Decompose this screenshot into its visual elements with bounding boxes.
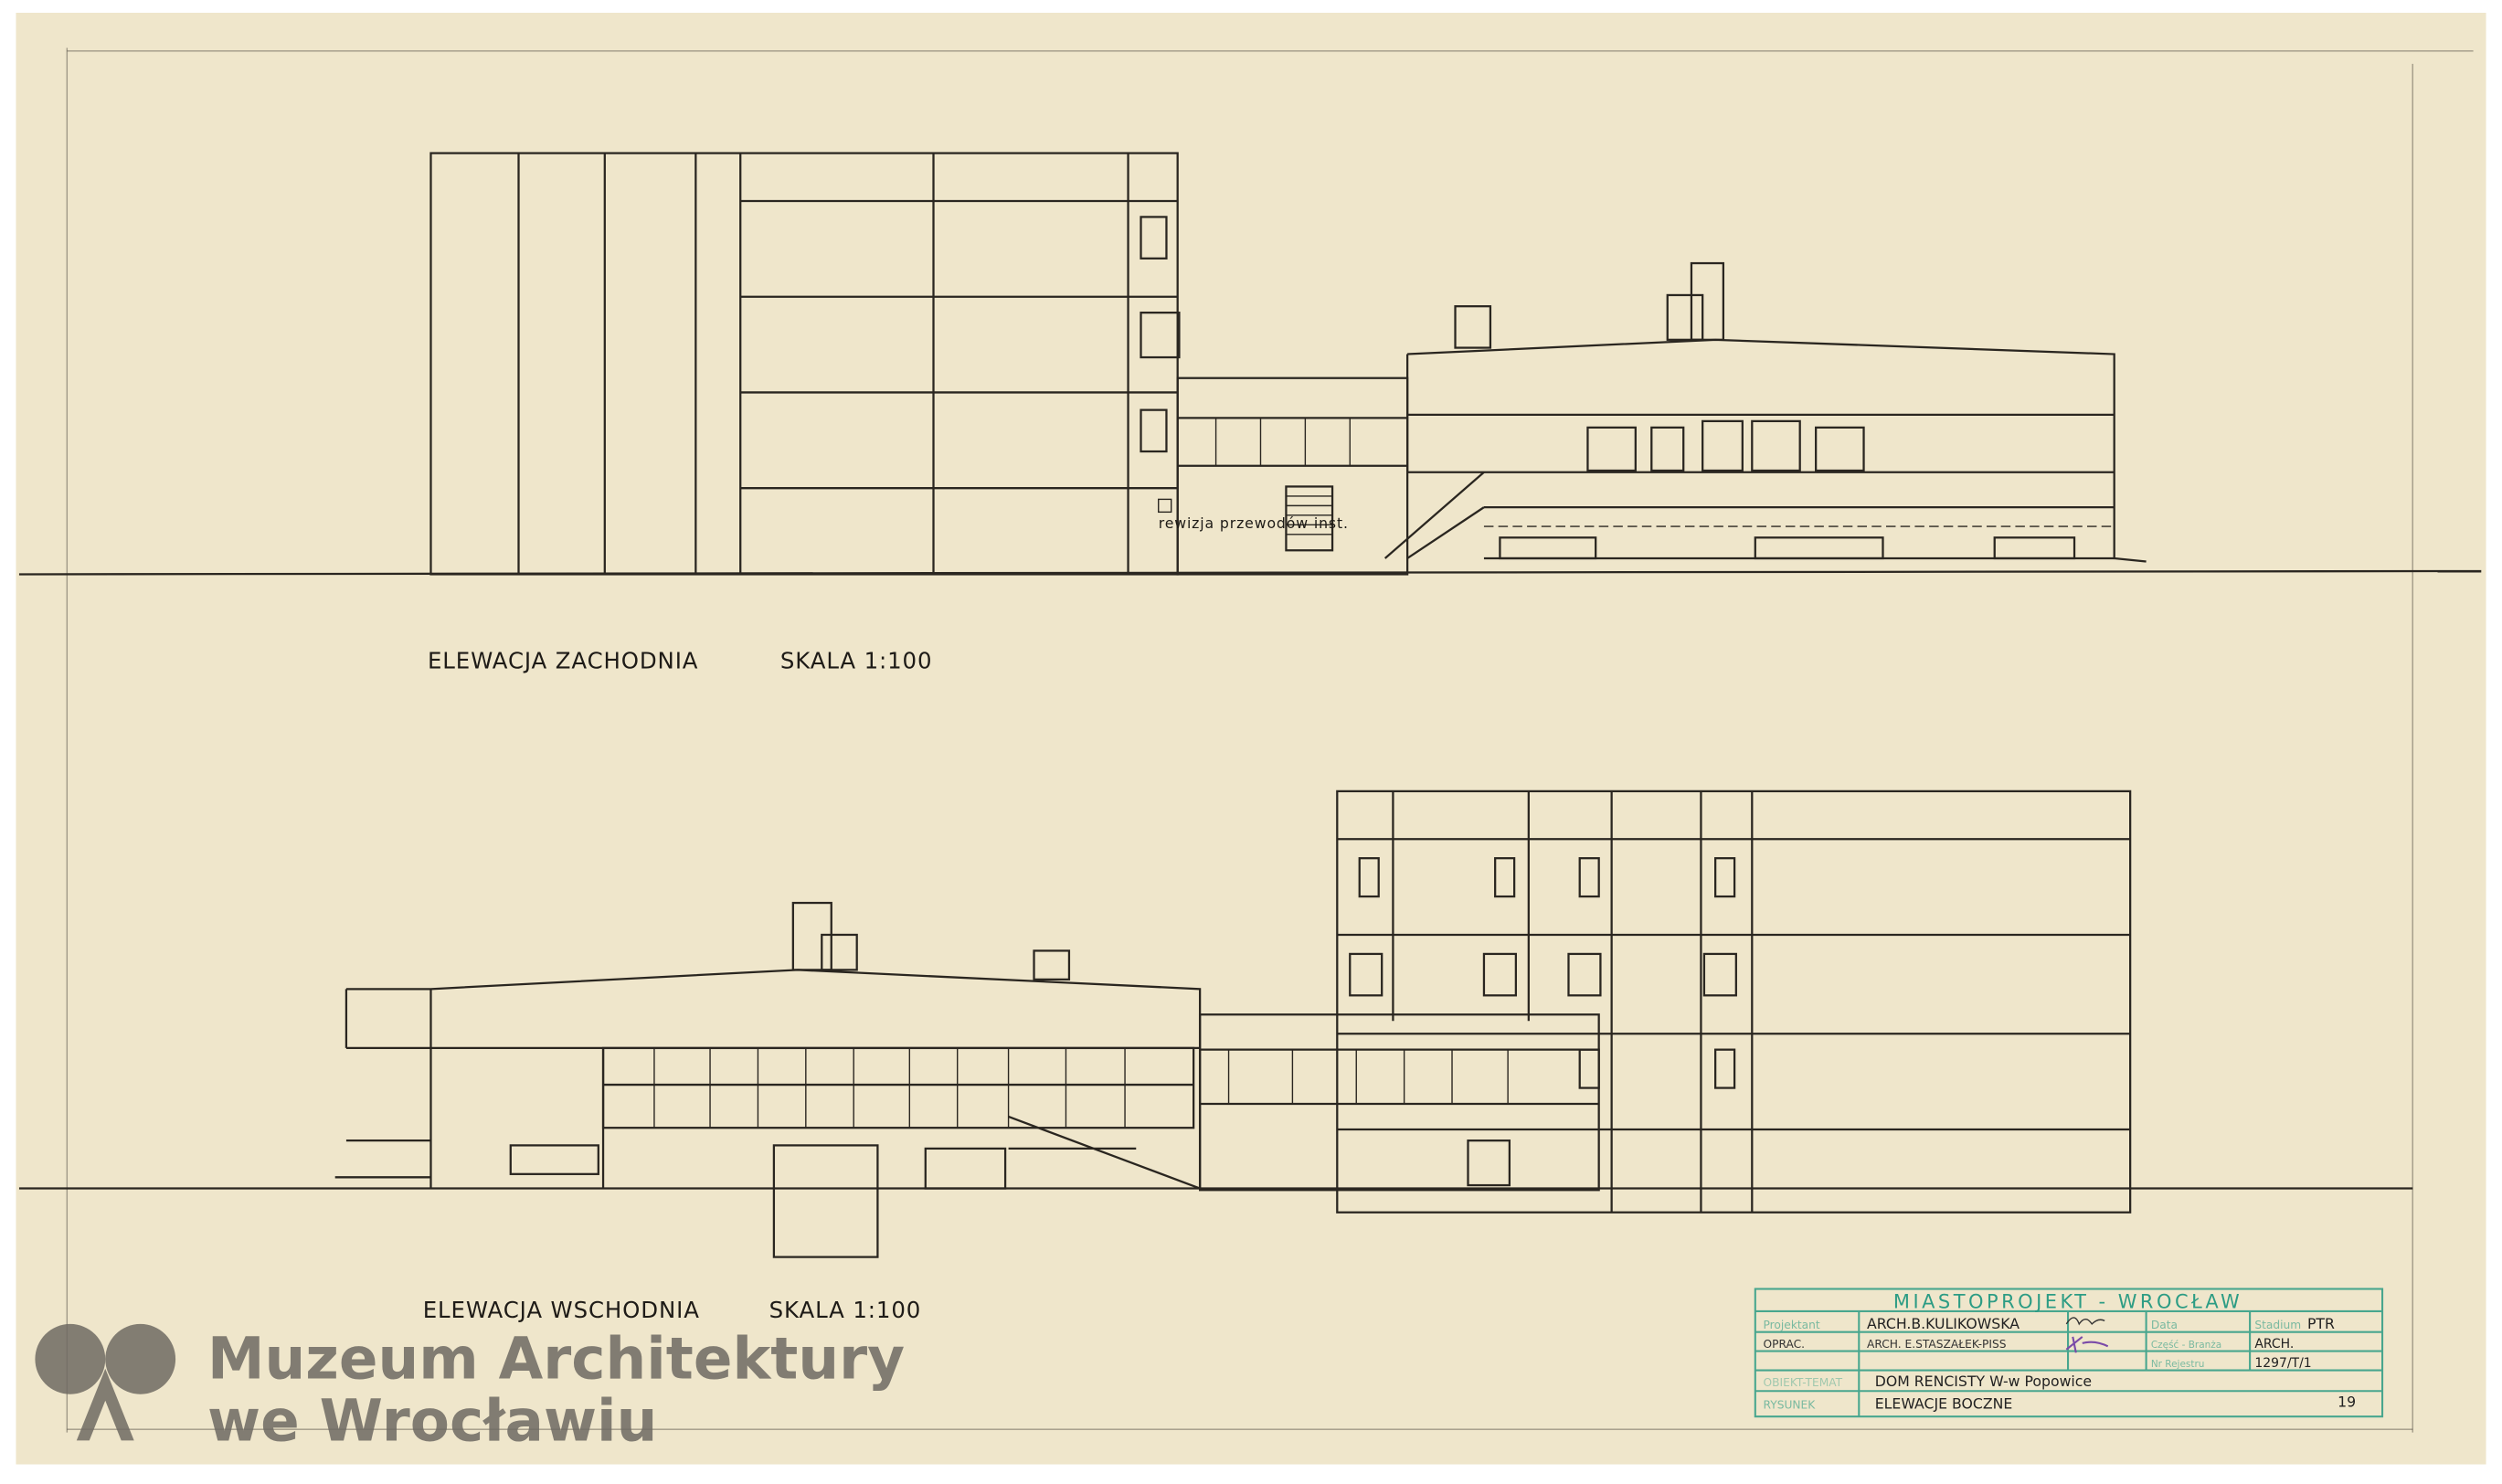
signature <box>2065 1336 2109 1353</box>
register-value: 1297/T/1 <box>2254 1356 2311 1371</box>
object-label: OBIEKT-TEMAT <box>1764 1376 1843 1389</box>
part-value: ARCH. <box>2254 1337 2294 1352</box>
paper <box>16 12 2486 1465</box>
office-name: MIASTOPROJEKT - WROCŁAW <box>1893 1290 2242 1312</box>
west-elevation-title: ELEWACJA ZACHODNIA <box>428 647 698 673</box>
west-elevation-scale: SKALA 1:100 <box>780 647 933 673</box>
part-label: Część - Branża <box>2151 1340 2221 1351</box>
drawing-value: ELEWACJE BOCZNE <box>1875 1394 2013 1412</box>
stage-label: Stadium <box>2254 1319 2301 1331</box>
museum-logo: Muzeum Architektury we Wrocławiu <box>35 1323 905 1454</box>
date-label: Data <box>2151 1319 2178 1331</box>
register-label: Nr Rejestru <box>2151 1359 2205 1370</box>
ground-line <box>18 569 2482 576</box>
signature <box>2065 1317 2105 1326</box>
east-elevation-scale: SKALA 1:100 <box>769 1297 922 1323</box>
west-elevation: rewizja przewodów inst. <box>18 152 2482 576</box>
east-elevation <box>18 790 2413 1258</box>
object-value: DOM RENCISTY W-w Popowice <box>1875 1373 2092 1390</box>
stage-value: PTR <box>2307 1315 2335 1332</box>
watermark-line2: we Wrocławiu <box>207 1387 657 1454</box>
drawing-label: RYSUNEK <box>1764 1398 1817 1411</box>
title-block: MIASTOPROJEKT - WROCŁAW Projektant ARCH.… <box>1754 1288 2384 1418</box>
prepared-value: ARCH. E.STASZAŁEK-PISS <box>1867 1338 2007 1351</box>
designer-value: ARCH.B.KULIKOWSKA <box>1867 1315 2020 1332</box>
watermark-line1: Muzeum Architektury <box>207 1325 905 1392</box>
sheet-number: 19 <box>2338 1394 2356 1411</box>
designer-label: Projektant <box>1764 1319 1820 1331</box>
east-elevation-title: ELEWACJA WSCHODNIA <box>423 1297 700 1323</box>
annotation-text: rewizja przewodów inst. <box>1159 514 1349 532</box>
prepared-label: OPRAC. <box>1764 1338 1806 1351</box>
